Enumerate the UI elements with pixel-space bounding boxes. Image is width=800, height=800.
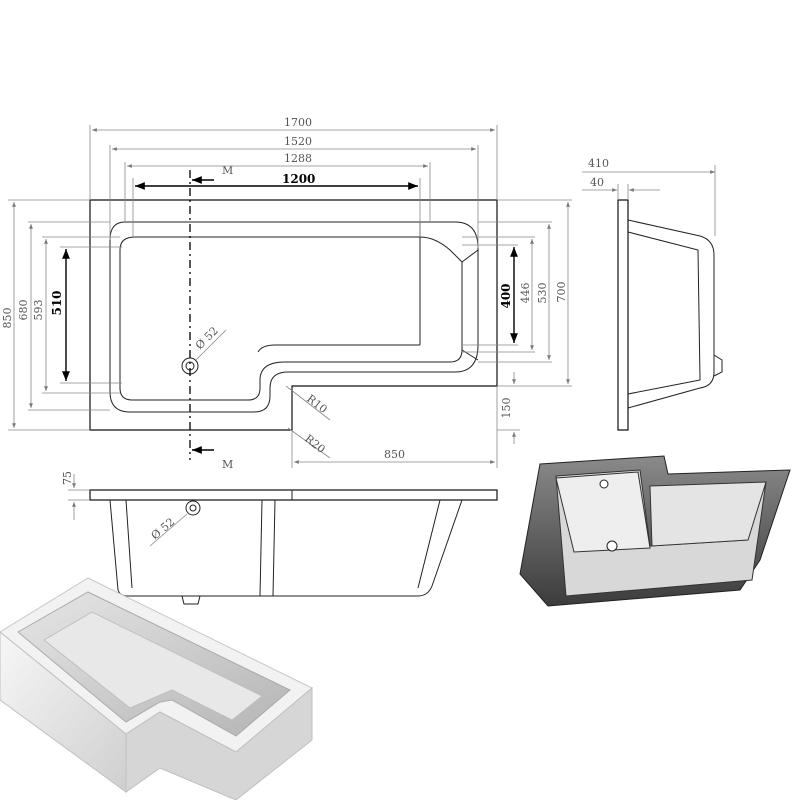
dim-530: 530 (478, 221, 552, 363)
underside-waste-top (599, 479, 609, 489)
svg-text:1200: 1200 (282, 172, 315, 186)
dim-700: 700 (497, 199, 572, 387)
svg-text:510: 510 (50, 290, 64, 315)
svg-text:150: 150 (500, 398, 513, 419)
front-rim (89, 489, 498, 501)
underside-waste-bottom (606, 540, 618, 552)
bath-outline (89, 199, 498, 431)
front-body-inner (125, 499, 441, 597)
side-rim (617, 199, 629, 431)
svg-text:400: 400 (499, 283, 513, 308)
dim-40: 40 (582, 176, 660, 200)
dim-680: 680 (17, 221, 110, 411)
bath-underside-render (519, 455, 791, 607)
svg-text:593: 593 (32, 300, 45, 321)
radius-10-label: R10 (304, 392, 330, 416)
dim-850-height: 850 (1, 199, 90, 431)
inner-basin-floor (119, 236, 463, 401)
front-waste-inner (189, 504, 197, 512)
dim-400: 400 (462, 244, 518, 346)
waste-leader (195, 329, 227, 361)
svg-text:410: 410 (588, 157, 609, 170)
front-view: Ø 52 75 (61, 471, 498, 605)
dim-410: 410 (582, 157, 716, 236)
top-view: M M 1700 1520 1288 1200 (1, 116, 572, 471)
side-foot (713, 354, 723, 377)
svg-text:40: 40 (590, 176, 604, 189)
front-waste-diameter-label: Ø 52 (149, 515, 178, 542)
underside-step (649, 481, 767, 547)
svg-text:1520: 1520 (284, 135, 312, 148)
bath-render-3d (0, 577, 313, 800)
underside-box (555, 471, 651, 553)
section-label-top: M (222, 164, 233, 177)
dim-75: 75 (61, 471, 90, 520)
dim-850-width: 850 (291, 386, 498, 468)
svg-text:530: 530 (536, 283, 549, 304)
dim-1520: 1520 (109, 135, 479, 248)
svg-text:850: 850 (1, 308, 14, 329)
front-waste-foot (181, 595, 201, 605)
dim-593: 593 (32, 236, 120, 394)
side-body-inner (627, 231, 701, 395)
front-body (109, 499, 463, 597)
svg-text:700: 700 (555, 282, 568, 303)
front-waste-leader (149, 513, 188, 547)
dim-1200: 1200 (132, 172, 421, 237)
r10-leader (285, 385, 331, 421)
svg-text:850: 850 (384, 448, 405, 461)
dim-510: 510 (50, 246, 122, 384)
radius-20-label: R20 (302, 432, 328, 456)
section-label-bottom: M (222, 458, 233, 471)
dim-1700: 1700 (89, 116, 498, 200)
step-ledge (257, 237, 421, 353)
svg-text:1288: 1288 (284, 152, 312, 165)
side-body (627, 219, 715, 409)
svg-text:446: 446 (519, 283, 532, 304)
svg-text:1700: 1700 (284, 116, 312, 129)
dim-150: 150 (497, 372, 520, 444)
render-inner-floor (43, 611, 263, 721)
svg-text:680: 680 (17, 300, 30, 321)
svg-text:75: 75 (61, 471, 74, 485)
r20-leader (287, 427, 331, 459)
dim-1288: 1288 (124, 152, 431, 222)
dim-446: 446 (462, 236, 535, 353)
render-side-wall (125, 686, 313, 800)
side-view: 410 40 (582, 157, 723, 431)
